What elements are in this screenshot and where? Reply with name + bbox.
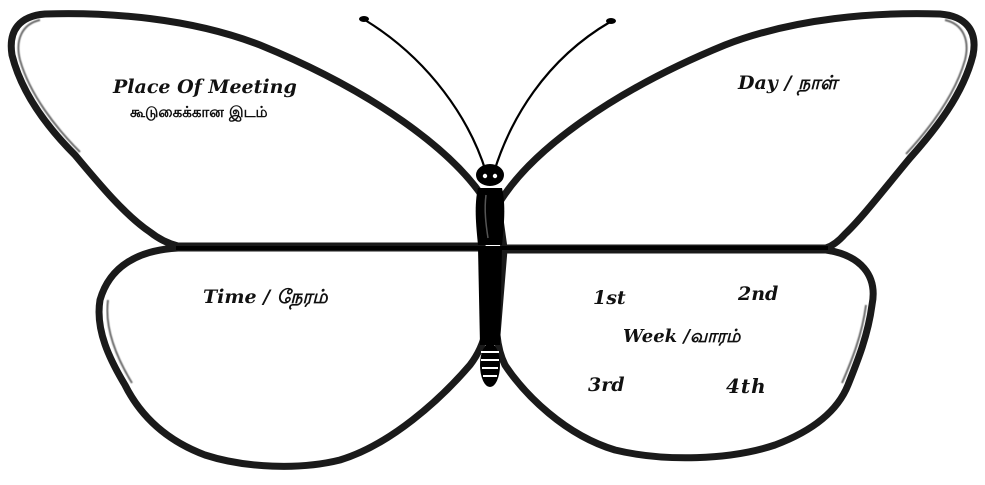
butterfly-head: [476, 164, 504, 186]
upper-right-wing: [498, 14, 974, 248]
butterfly-thorax: [476, 188, 505, 245]
place-of-meeting-tamil-label: கூடுகைக்கான இடம்: [130, 103, 268, 123]
butterfly-abdomen: [478, 248, 502, 345]
time-label: Time / நேரம்: [203, 286, 328, 311]
day-label: Day / நாள்: [738, 72, 837, 97]
week-1st-label: 1st: [593, 287, 626, 309]
week-4th-label: 4th: [726, 374, 767, 398]
lower-left-wing: [99, 248, 486, 466]
week-2nd-label: 2nd: [738, 283, 778, 305]
upper-left-wing: [11, 14, 488, 246]
lower-right-wing: [497, 250, 873, 458]
week-3rd-label: 3rd: [588, 374, 625, 396]
week-label: Week /வாரம்: [623, 326, 740, 349]
place-of-meeting-label: Place Of Meeting: [113, 76, 297, 98]
